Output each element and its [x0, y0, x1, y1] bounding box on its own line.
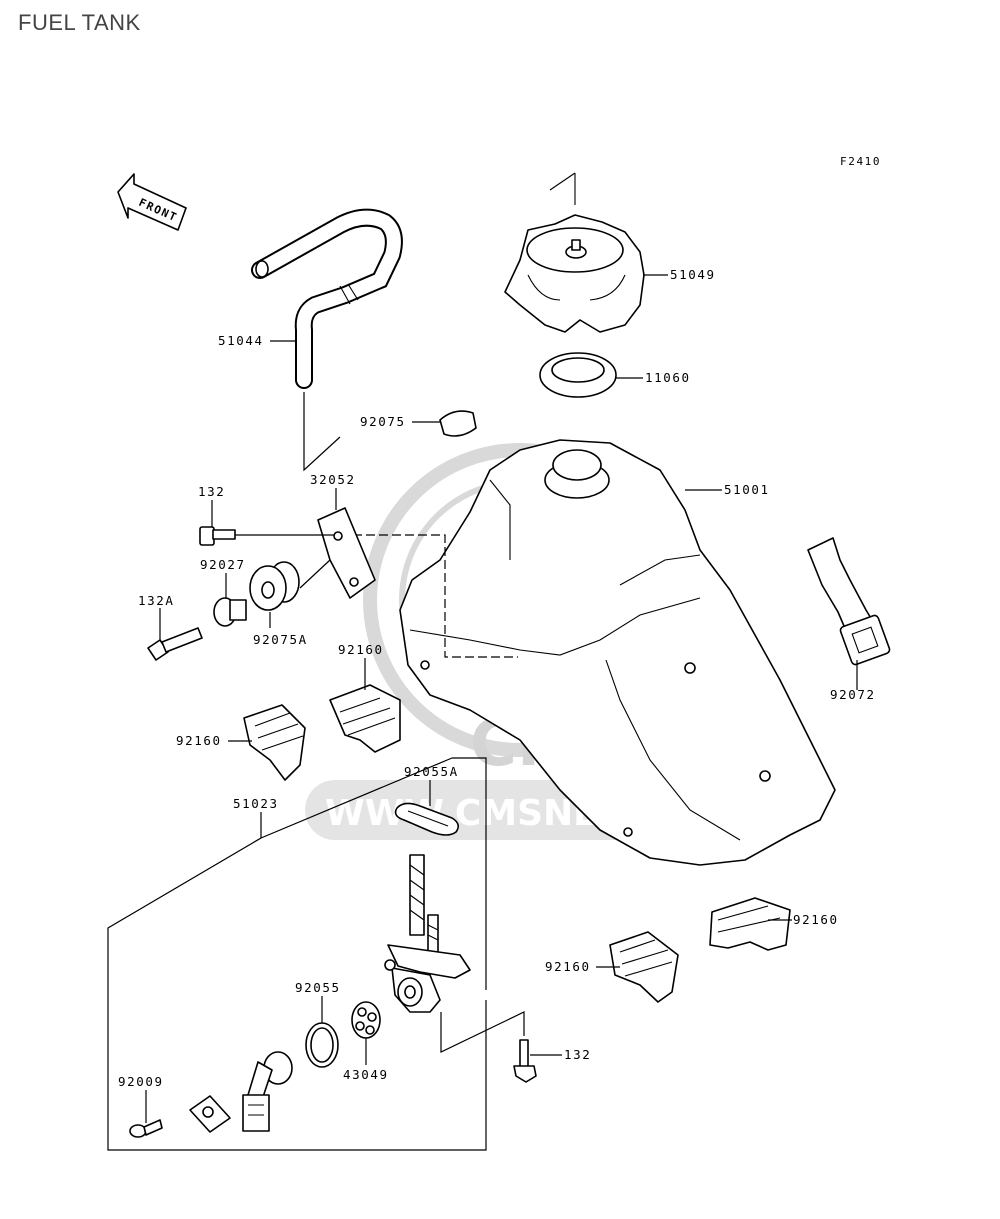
tank-damper-lower-part: [609, 931, 679, 1003]
plate-screw-part: [129, 1095, 231, 1138]
callout-92027: 92027: [200, 557, 246, 572]
bolt-bottom-part: [513, 1039, 537, 1083]
page-title: FUEL TANK: [18, 10, 141, 35]
callout-92055: 92055: [295, 980, 341, 995]
callout-51044: 51044: [218, 333, 264, 348]
callout-32052: 32052: [310, 472, 356, 487]
breather-plug-part: [439, 410, 477, 437]
bracket-part: [317, 507, 376, 599]
callout-92075a: 92075A: [253, 632, 308, 647]
collar-part: [213, 597, 247, 627]
callout-51049: 51049: [670, 267, 716, 282]
callout-92009: 92009: [118, 1074, 164, 1089]
petcock-gasket-part: [394, 802, 460, 836]
tank-damper-right-part: [709, 897, 791, 951]
callout-51023: 51023: [233, 796, 279, 811]
front-arrow-icon: FRONT: [117, 173, 187, 231]
bolt-top-part: [199, 526, 236, 546]
o-ring-part: [305, 1022, 339, 1068]
callout-92075: 92075: [360, 414, 406, 429]
tank-damper-left-part: [243, 704, 306, 781]
tank-damper-mid-part: [329, 684, 401, 753]
fuel-petcock-part: [384, 854, 471, 1013]
callout-92160-mid: 92160: [338, 642, 384, 657]
callout-132-top: 132: [198, 484, 225, 499]
bolt-132a-part: [147, 627, 203, 661]
damper-part: [249, 561, 300, 611]
tank-strap-part: [807, 537, 891, 666]
callout-92160-left: 92160: [176, 733, 222, 748]
callout-11060: 11060: [645, 370, 691, 385]
callout-92072: 92072: [830, 687, 876, 702]
callout-92160-right: 92160: [793, 912, 839, 927]
callout-132a: 132A: [138, 593, 175, 608]
callout-51001: 51001: [724, 482, 770, 497]
callout-43049: 43049: [343, 1067, 389, 1082]
fuel-tank-part: [340, 439, 836, 866]
breather-hose-part: [251, 208, 403, 389]
callout-92160-lower: 92160: [545, 959, 591, 974]
figure-code: F2410: [840, 155, 881, 168]
callout-92055a: 92055A: [404, 764, 459, 779]
fuel-cap-part: [504, 172, 645, 333]
petcock-lever-part: [242, 1051, 293, 1132]
petcock-assembly-frame: [107, 757, 487, 1151]
gasket-part: [539, 352, 617, 398]
filter-part: [351, 1001, 381, 1039]
callout-132-bottom: 132: [564, 1047, 591, 1062]
